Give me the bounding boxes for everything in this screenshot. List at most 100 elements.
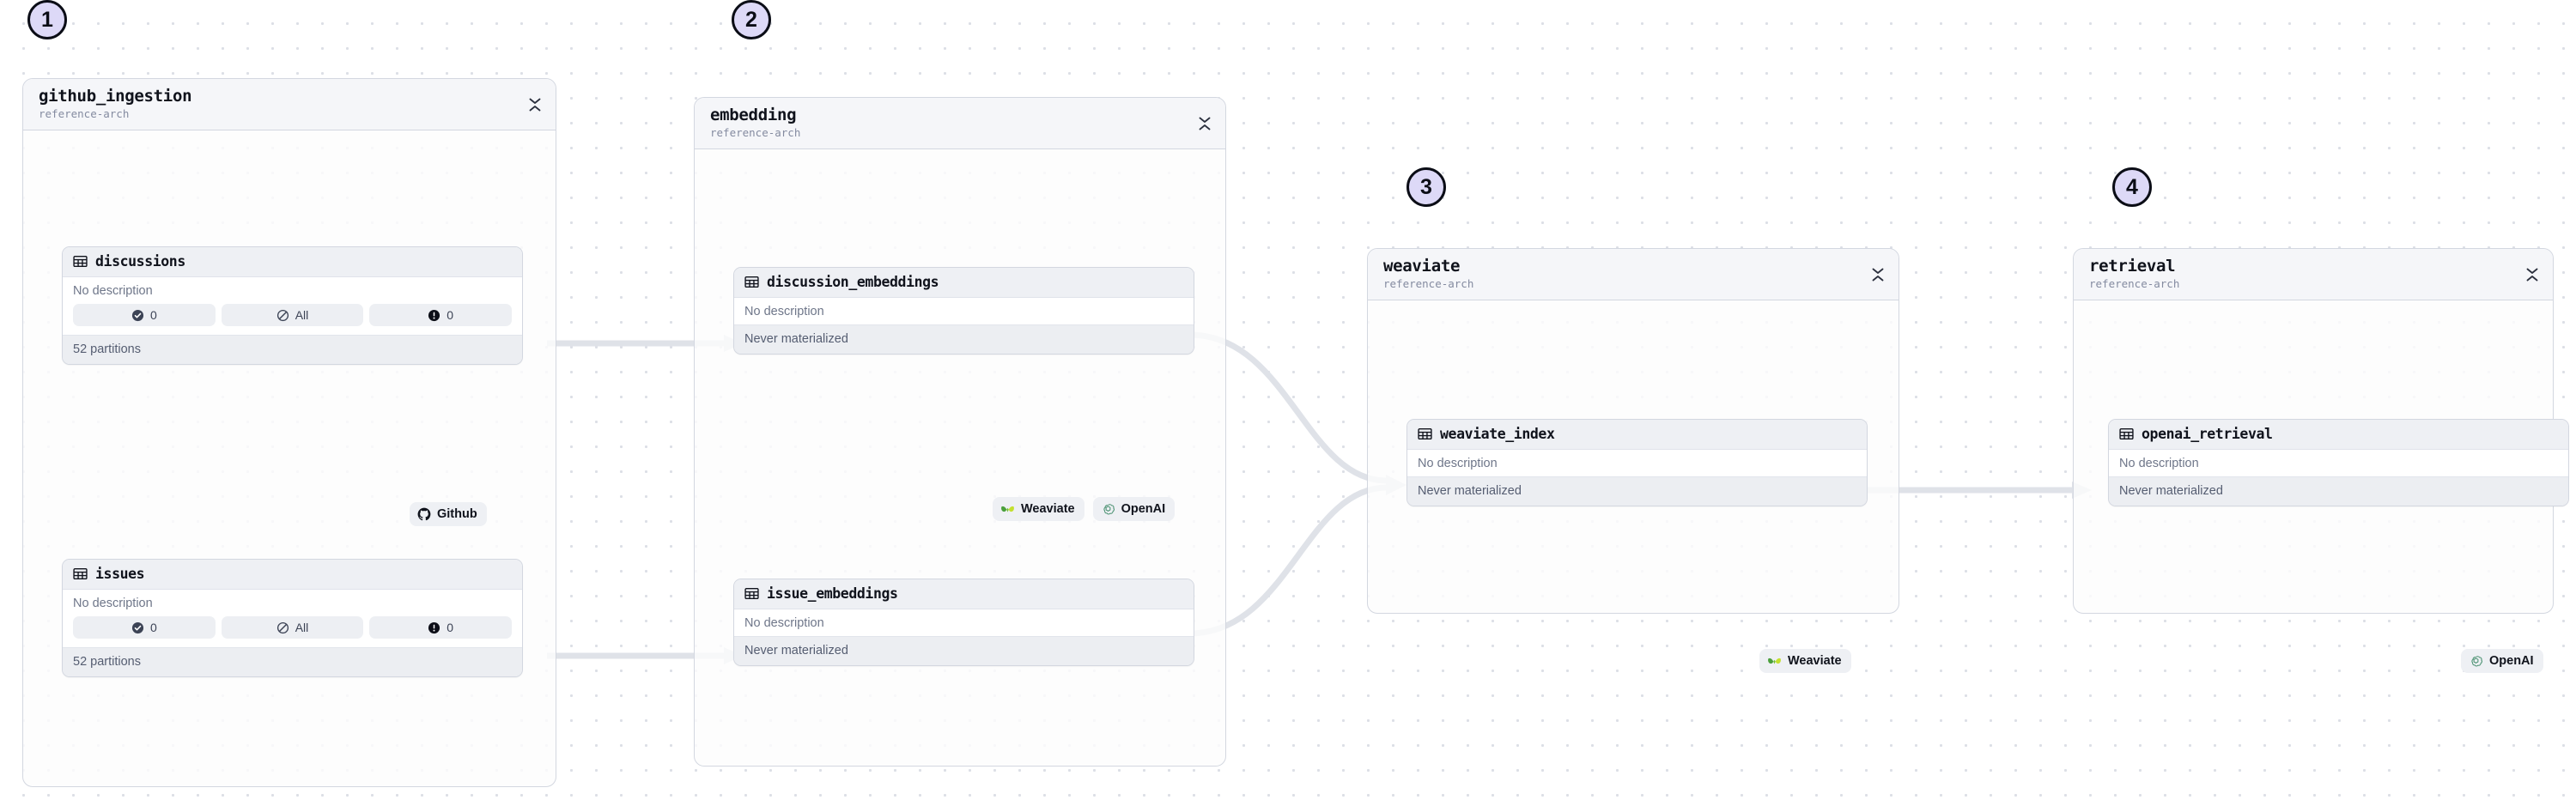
state-pill-label: All xyxy=(295,621,309,634)
alert-circle-icon xyxy=(428,309,440,322)
tag-label: Github xyxy=(437,507,477,521)
state-pill-checks[interactable]: All xyxy=(221,304,364,326)
group-github-ingestion[interactable]: github_ingestion reference-arch discussi… xyxy=(22,78,556,787)
tag-label: OpenAI xyxy=(2489,654,2534,668)
alert-circle-icon xyxy=(428,621,440,634)
asset-header[interactable]: discussions xyxy=(63,247,522,277)
asset-title: issue_embeddings xyxy=(767,585,898,602)
asset-node-issues[interactable]: issues No description 0 All xyxy=(62,559,523,677)
group-title: weaviate xyxy=(1383,256,1461,276)
step-badge-1: 1 xyxy=(27,0,67,39)
tag-weaviate[interactable]: Weaviate xyxy=(1759,649,1851,673)
group-weaviate[interactable]: weaviate reference-arch weaviate_index N… xyxy=(1367,248,1899,673)
weaviate-icon xyxy=(1000,502,1015,517)
asset-footer: 52 partitions xyxy=(63,647,522,676)
table-icon xyxy=(744,586,759,601)
table-icon xyxy=(73,567,88,581)
state-pill-label: 0 xyxy=(447,621,454,634)
group-subtitle: reference-arch xyxy=(39,106,130,120)
github-icon xyxy=(417,507,431,521)
check-circle-icon xyxy=(131,309,144,322)
asset-header[interactable]: weaviate_index xyxy=(1407,420,1867,450)
state-pill-materialized[interactable]: 0 xyxy=(73,304,216,326)
asset-node-issue-embeddings[interactable]: issue_embeddings No description Never ma… xyxy=(733,579,1194,666)
asset-title: issues xyxy=(95,566,145,582)
table-icon xyxy=(744,275,759,289)
eye-off-icon xyxy=(276,309,289,322)
step-badge-label: 1 xyxy=(41,7,53,32)
state-pill-label: All xyxy=(295,308,309,322)
tag-row-discussions: Github xyxy=(410,502,487,526)
state-pill-failures[interactable]: 0 xyxy=(369,616,513,639)
state-pill-label: 0 xyxy=(447,308,454,322)
asset-header[interactable]: issues xyxy=(63,560,522,590)
collapse-chevrons-icon[interactable] xyxy=(528,98,542,112)
asset-description: No description xyxy=(734,298,1194,324)
asset-footer: Never materialized xyxy=(2109,476,2568,506)
group-header[interactable]: github_ingestion reference-arch xyxy=(23,79,556,130)
step-badge-label: 2 xyxy=(745,7,757,32)
table-icon xyxy=(1418,427,1432,441)
table-icon xyxy=(73,254,88,269)
state-pill-label: 0 xyxy=(149,308,157,322)
tag-label: OpenAI xyxy=(1121,502,1166,516)
table-icon xyxy=(2119,427,2134,441)
asset-node-discussion-embeddings[interactable]: discussion_embeddings No description Nev… xyxy=(733,267,1194,355)
group-subtitle: reference-arch xyxy=(2089,276,2180,290)
asset-description: No description xyxy=(734,609,1194,636)
asset-description: No description xyxy=(2109,450,2568,476)
eye-off-icon xyxy=(276,621,289,634)
state-pill-label: 0 xyxy=(149,621,157,634)
asset-footer: Never materialized xyxy=(734,636,1194,665)
asset-node-discussions[interactable]: discussions No description 0 All xyxy=(62,246,523,365)
collapse-chevrons-icon[interactable] xyxy=(1198,117,1212,130)
openai-icon xyxy=(2469,654,2483,669)
group-title: github_ingestion xyxy=(39,86,192,106)
tag-row-openai-retrieval: OpenAI xyxy=(2461,649,2543,673)
state-pill-failures[interactable]: 0 xyxy=(369,304,513,326)
group-header[interactable]: embedding reference-arch xyxy=(695,98,1225,149)
group-title: retrieval xyxy=(2089,256,2176,276)
group-subtitle: reference-arch xyxy=(710,125,801,139)
tag-label: Weaviate xyxy=(1021,502,1075,516)
step-badge-4: 4 xyxy=(2112,167,2152,207)
collapse-chevrons-icon[interactable] xyxy=(2525,268,2539,282)
check-circle-icon xyxy=(131,621,144,634)
step-badge-2: 2 xyxy=(732,0,771,39)
group-embedding[interactable]: embedding reference-arch discussion_embe… xyxy=(694,97,1226,767)
step-badge-label: 4 xyxy=(2126,174,2138,199)
group-header[interactable]: retrieval reference-arch xyxy=(2074,249,2553,300)
step-badge-3: 3 xyxy=(1406,167,1446,207)
tag-label: Weaviate xyxy=(1788,654,1842,668)
asset-title: discussion_embeddings xyxy=(767,274,939,290)
asset-state-pills: 0 All 0 xyxy=(63,616,522,647)
tag-weaviate[interactable]: Weaviate xyxy=(993,497,1084,521)
asset-header[interactable]: openai_retrieval xyxy=(2109,420,2568,450)
state-pill-checks[interactable]: All xyxy=(221,616,364,639)
asset-footer: 52 partitions xyxy=(63,335,522,364)
asset-footer: Never materialized xyxy=(734,324,1194,354)
asset-state-pills: 0 All 0 xyxy=(63,304,522,335)
asset-description: No description xyxy=(63,277,522,304)
collapse-chevrons-icon[interactable] xyxy=(1871,268,1885,282)
step-badge-label: 3 xyxy=(1420,174,1432,199)
group-header[interactable]: weaviate reference-arch xyxy=(1368,249,1899,300)
asset-header[interactable]: discussion_embeddings xyxy=(734,268,1194,298)
tag-openai[interactable]: OpenAI xyxy=(1092,497,1176,521)
asset-description: No description xyxy=(63,590,522,616)
asset-node-openai-retrieval[interactable]: openai_retrieval No description Never ma… xyxy=(2108,419,2569,506)
group-subtitle: reference-arch xyxy=(1383,276,1474,290)
group-title: embedding xyxy=(710,105,797,124)
asset-title: openai_retrieval xyxy=(2142,426,2273,442)
asset-node-weaviate-index[interactable]: weaviate_index No description Never mate… xyxy=(1406,419,1868,506)
tag-row-discussion-embeddings: Weaviate OpenAI xyxy=(993,497,1176,521)
asset-header[interactable]: issue_embeddings xyxy=(734,579,1194,609)
state-pill-materialized[interactable]: 0 xyxy=(73,616,216,639)
asset-title: discussions xyxy=(95,253,185,270)
tag-github[interactable]: Github xyxy=(410,502,487,526)
asset-description: No description xyxy=(1407,450,1867,476)
openai-icon xyxy=(1101,502,1115,517)
tag-openai[interactable]: OpenAI xyxy=(2461,649,2543,673)
group-retrieval[interactable]: retrieval reference-arch openai_retrieva… xyxy=(2073,248,2569,673)
